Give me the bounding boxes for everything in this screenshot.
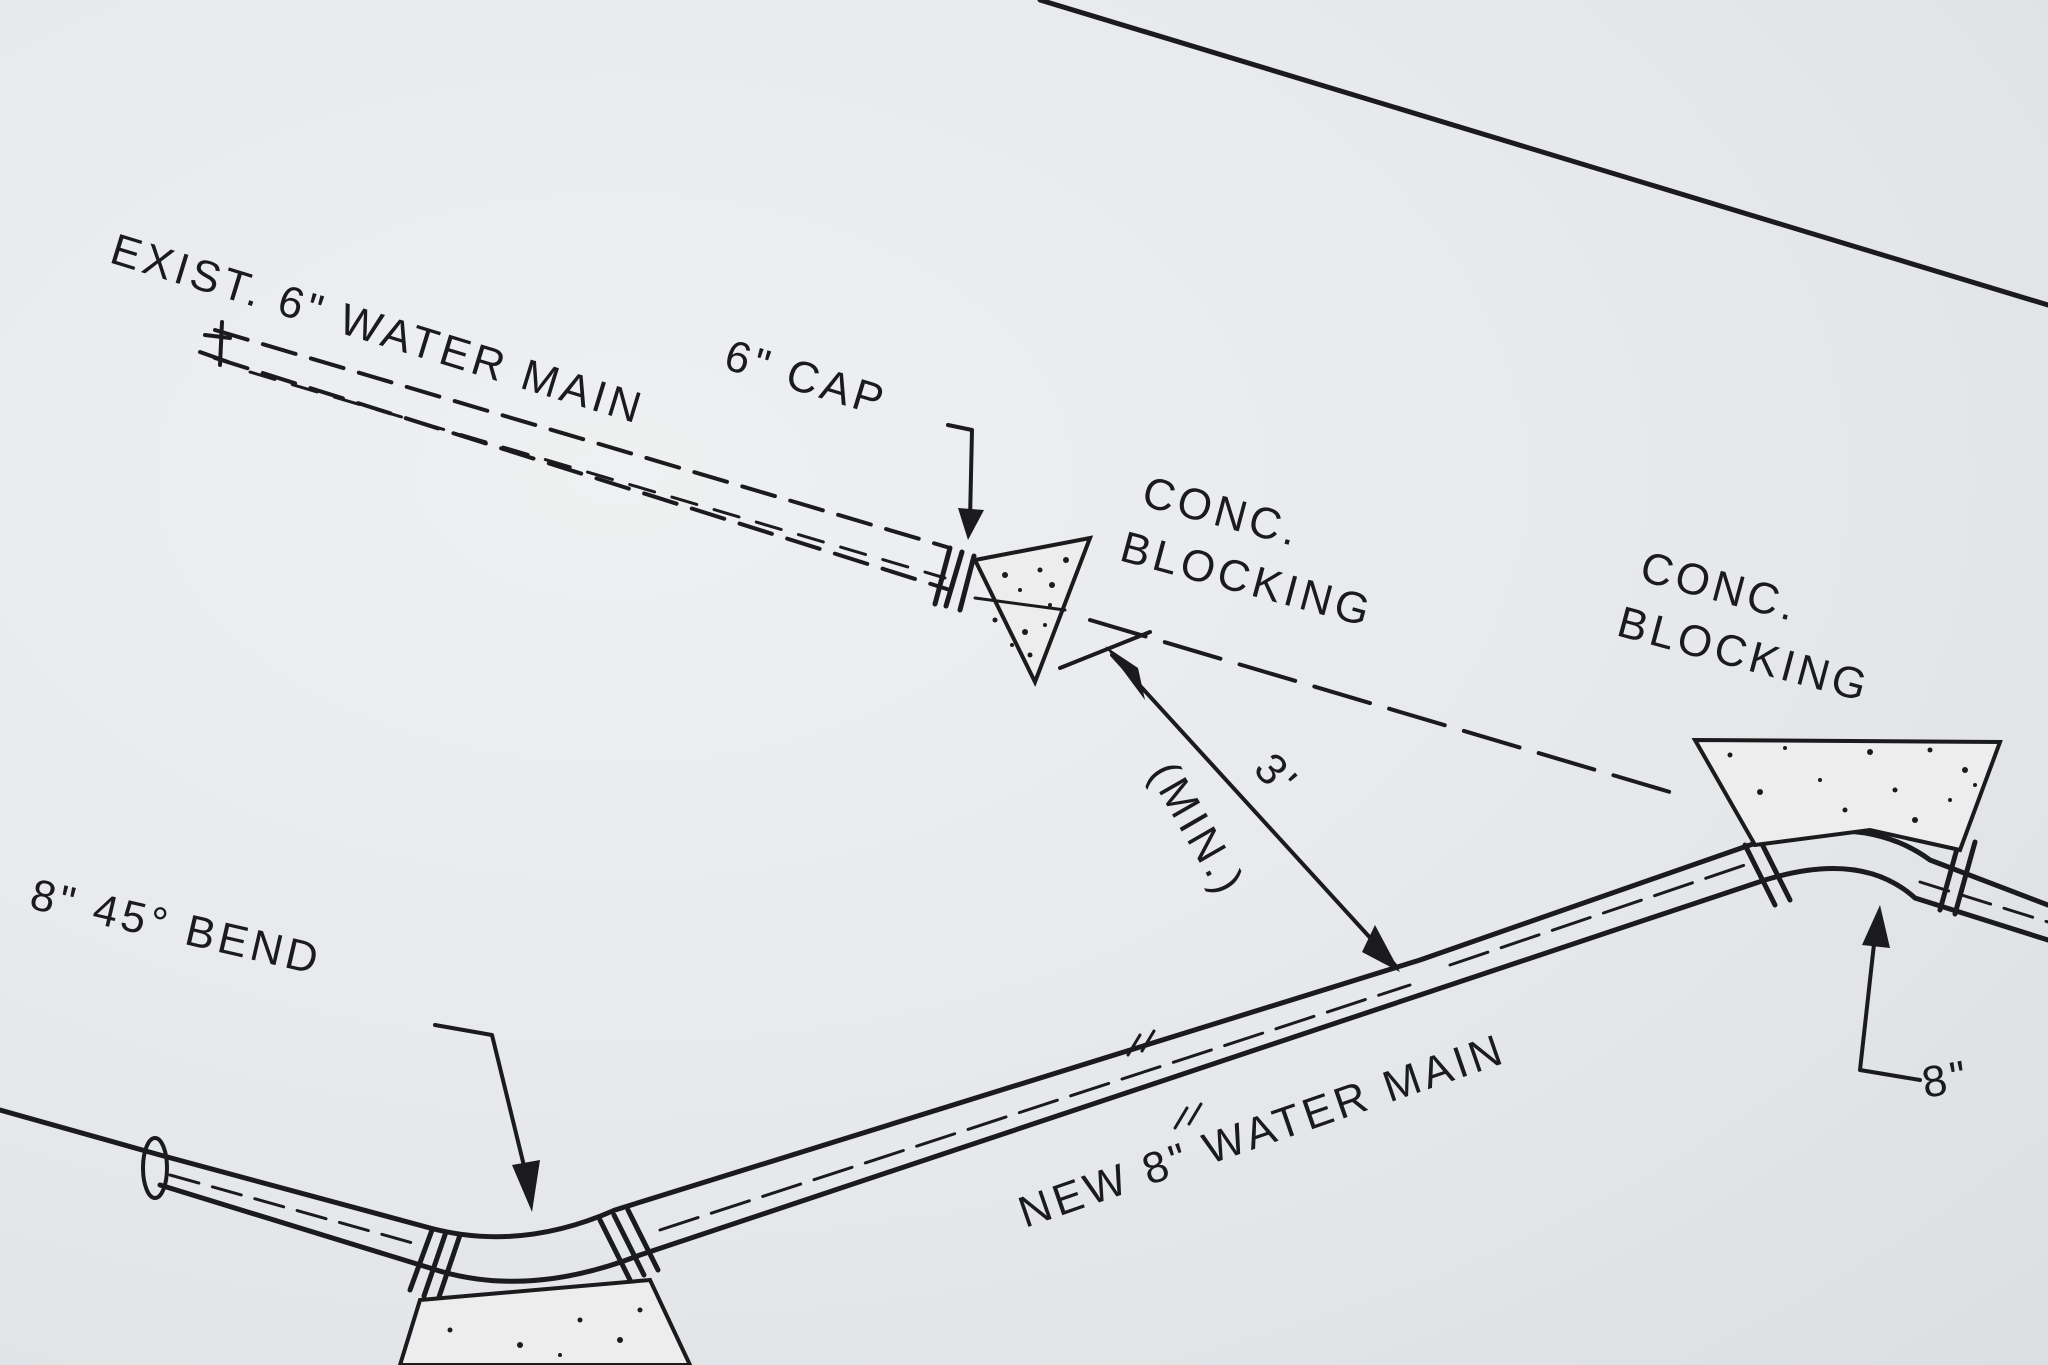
bend-right-leader-arrow: [1858, 905, 1922, 1082]
bend-left-leader-arrow: [433, 1023, 540, 1212]
existing-main-label: EXIST. 6" WATER MAIN: [105, 225, 650, 434]
bend-left-label: 8" 45° BEND: [26, 870, 327, 985]
sheet-border-line: [1037, 0, 2048, 308]
concrete-blocking-right: [1691, 737, 2003, 853]
cap-label: 6" CAP: [719, 331, 893, 427]
existing-water-main: [198, 320, 952, 592]
blocking-right-label: CONC. BLOCKING: [1612, 542, 1875, 711]
cap-leader-arrow: [946, 423, 984, 540]
blocking-left-label: CONC. BLOCKING: [1115, 467, 1378, 636]
clearance-dimension: [1058, 630, 1400, 972]
new-water-main: [0, 828, 2048, 1284]
clearance-value-label: 3': [1245, 744, 1309, 807]
bend-right-label: 8": [1918, 1051, 1974, 1108]
concrete-blocking-lower: [397, 1277, 693, 1365]
concrete-blocking-left: [972, 535, 1094, 688]
reference-dashed-line: [1088, 618, 1682, 797]
clearance-qualifier-label: (MIN.): [1139, 754, 1255, 905]
cap-fitting: [932, 545, 977, 613]
new-main-label: NEW 8" WATER MAIN: [1012, 1025, 1511, 1238]
existing-main-end-mark: [198, 320, 232, 367]
